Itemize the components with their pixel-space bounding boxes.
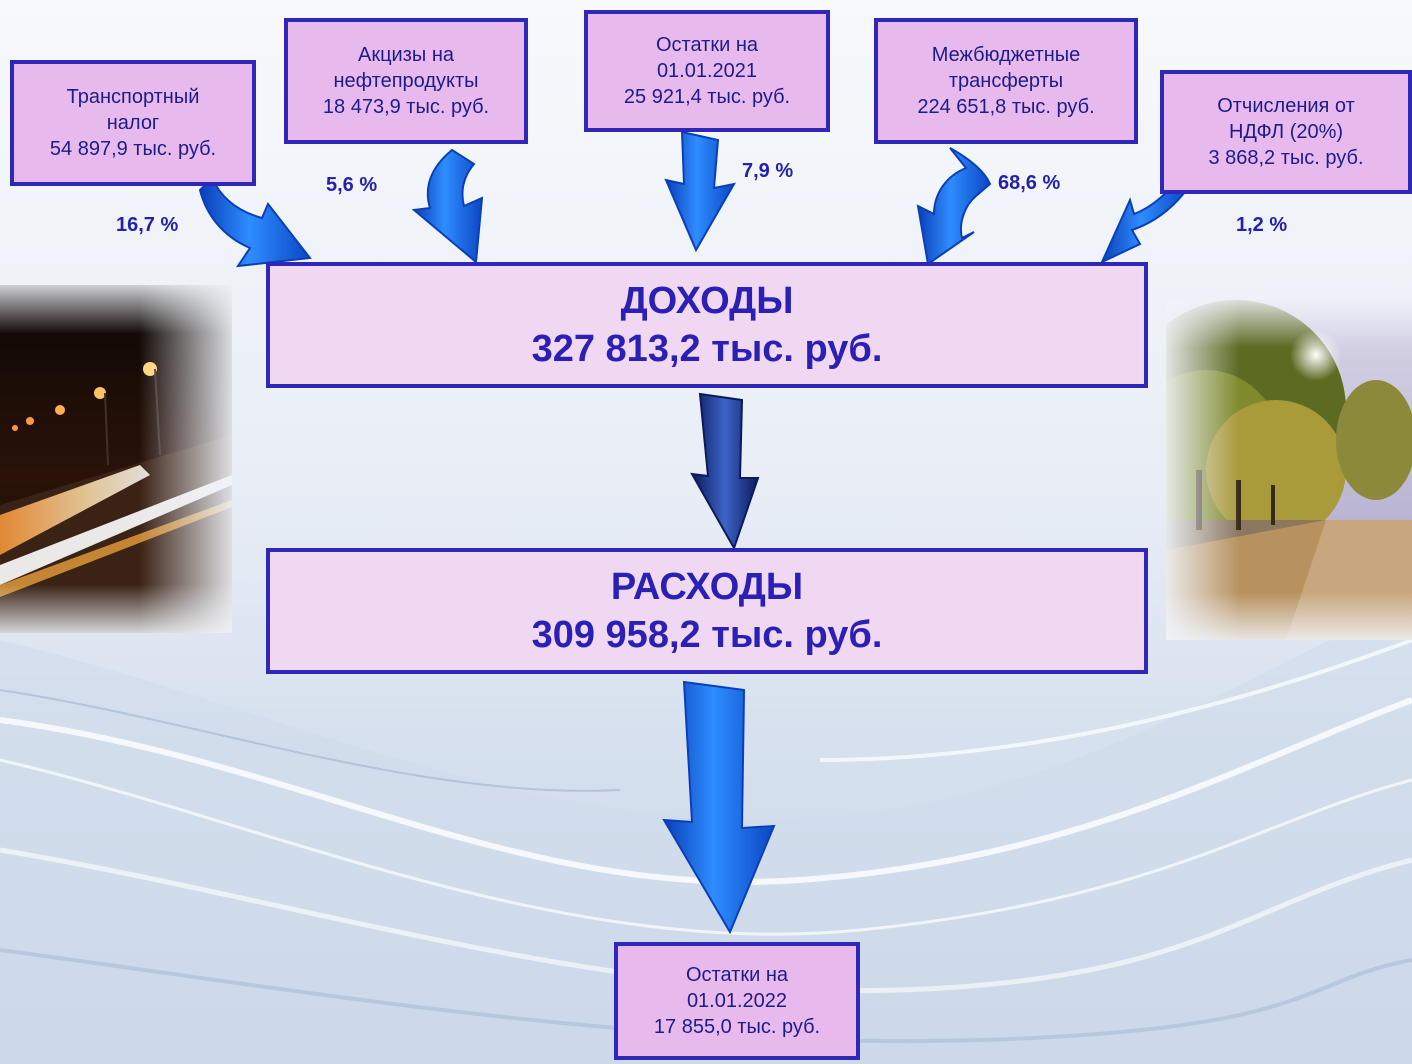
source-amount: 224 651,8 тыс. руб. — [917, 96, 1095, 118]
arrow-expenses-to-balance — [662, 680, 776, 935]
source-line2: НДФЛ (20%) — [1228, 121, 1344, 143]
source-line1: Межбюджетные — [931, 44, 1081, 66]
balance-amount: 17 855,0 тыс. руб. — [653, 1016, 821, 1038]
source-line1: Транспортный — [66, 86, 200, 108]
source-box-ndfl: Отчисления от НДФЛ (20%) 3 868,2 тыс. ру… — [1160, 70, 1412, 194]
balance-2022-box: Остатки на 01.01.2022 17 855,0 тыс. руб. — [614, 942, 860, 1060]
balance-line1: Остатки на — [686, 964, 788, 986]
night-road-photo — [0, 285, 232, 633]
source-line1: Акцизы на — [358, 44, 454, 66]
arrow-balance-2021 — [664, 130, 736, 253]
expenses-title: РАСХОДЫ — [610, 566, 804, 608]
street-photo — [1166, 300, 1412, 640]
source-box-transfers: Межбюджетные трансферты 224 651,8 тыс. р… — [874, 18, 1138, 144]
arrow-ndfl — [1099, 180, 1190, 265]
expenses-box: РАСХОДЫ 309 958,2 тыс. руб. — [266, 548, 1148, 674]
source-amount: 54 897,9 тыс. руб. — [49, 138, 217, 160]
source-amount: 3 868,2 тыс. руб. — [1208, 147, 1364, 169]
source-amount: 18 473,9 тыс. руб. — [322, 96, 490, 118]
arrow-transport-tax — [198, 176, 312, 268]
percent-transfers: 68,6 % — [998, 172, 1061, 194]
percent-balance-2021: 7,9 % — [742, 160, 794, 182]
source-amount: 25 921,4 тыс. руб. — [623, 86, 791, 108]
source-line2: нефтепродукты — [333, 70, 479, 92]
source-line1: Остатки на — [656, 34, 758, 56]
arrow-excise — [411, 148, 484, 264]
income-amount: 327 813,2 тыс. руб. — [531, 328, 883, 370]
source-box-transport-tax: Транспортный налог 54 897,9 тыс. руб. — [10, 60, 256, 186]
income-title: ДОХОДЫ — [620, 280, 794, 322]
arrow-transfers — [916, 147, 992, 266]
source-line2: 01.01.2021 — [656, 60, 758, 82]
source-line2: трансферты — [948, 70, 1064, 92]
expenses-amount: 309 958,2 тыс. руб. — [531, 614, 883, 656]
source-line1: Отчисления от — [1217, 95, 1355, 117]
percent-excise: 5,6 % — [326, 174, 378, 196]
source-line2: налог — [106, 112, 160, 134]
balance-line2: 01.01.2022 — [686, 990, 788, 1012]
source-box-balance-2021: Остатки на 01.01.2021 25 921,4 тыс. руб. — [584, 10, 830, 132]
arrow-income-to-expenses — [690, 392, 760, 551]
income-box: ДОХОДЫ 327 813,2 тыс. руб. — [266, 262, 1148, 388]
percent-ndfl: 1,2 % — [1236, 214, 1288, 236]
source-box-excise: Акцизы на нефтепродукты 18 473,9 тыс. ру… — [284, 18, 528, 144]
percent-transport-tax: 16,7 % — [116, 214, 179, 236]
